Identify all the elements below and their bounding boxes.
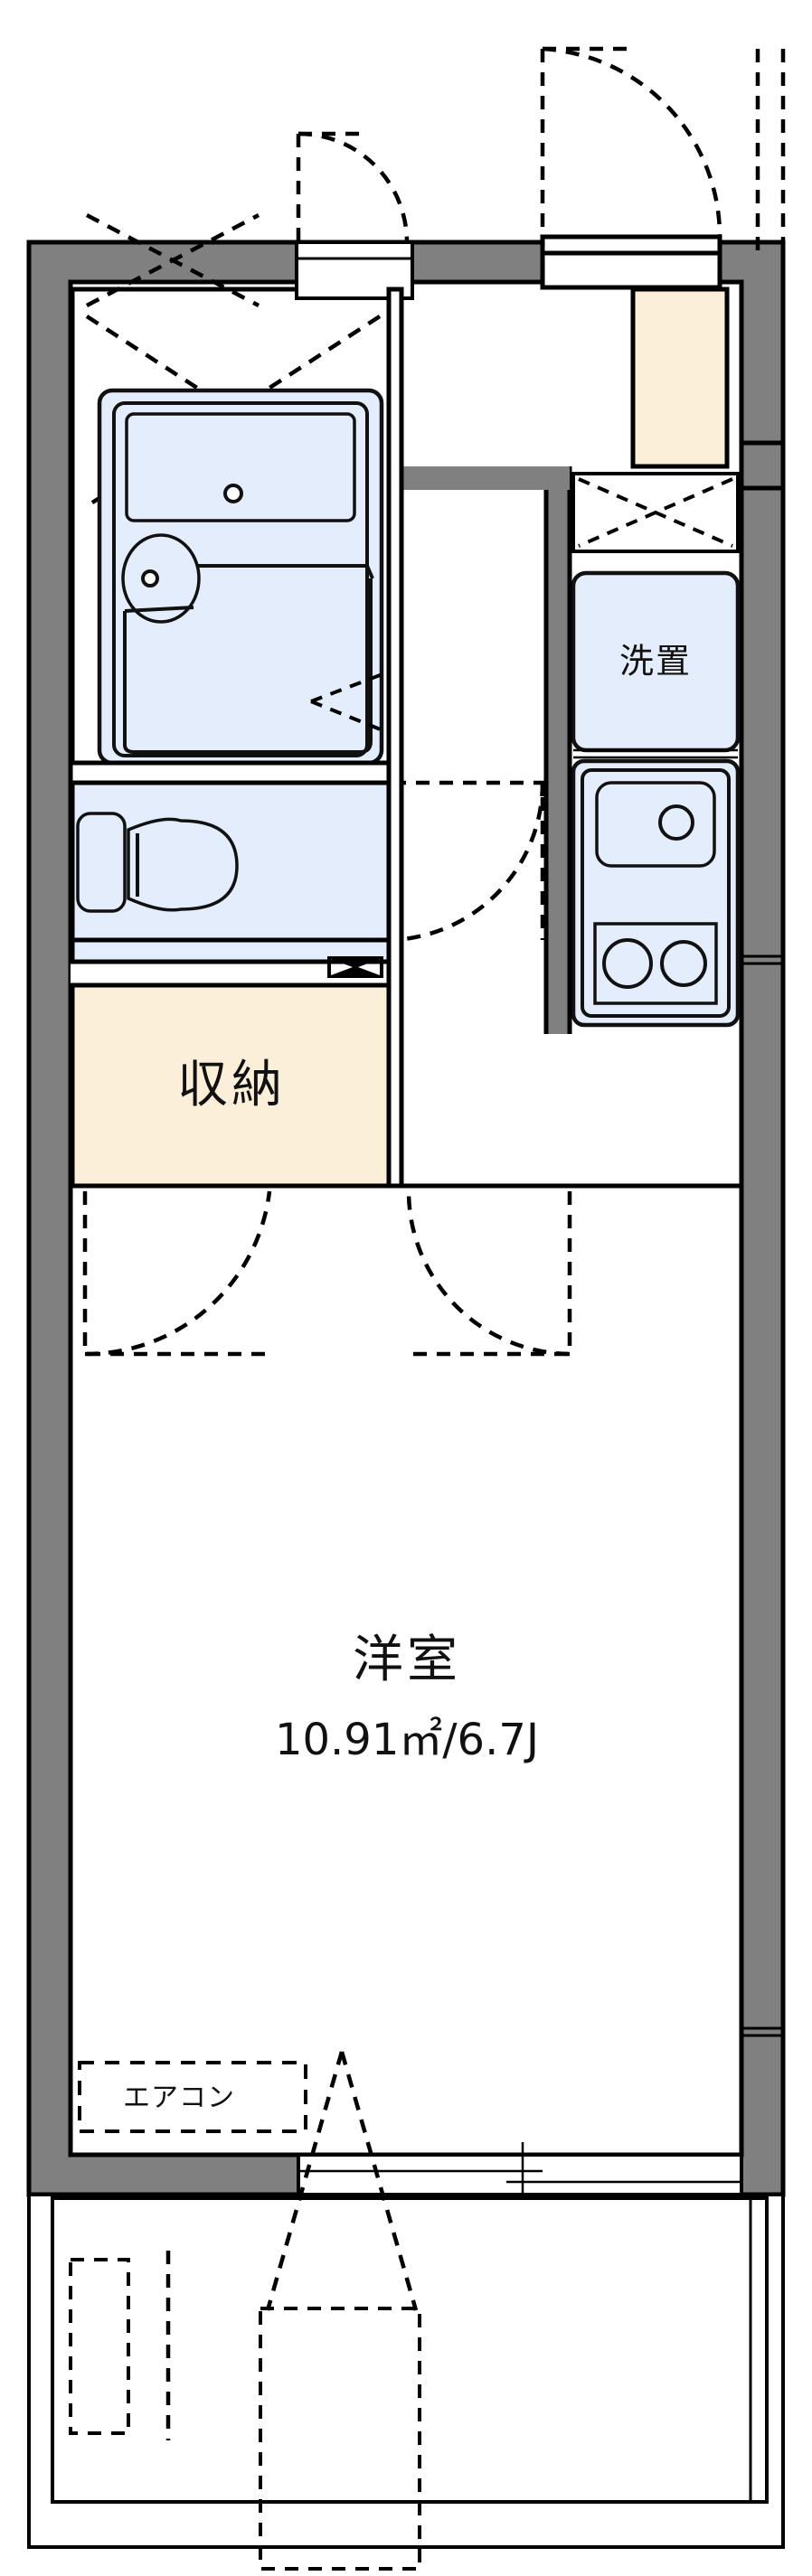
main-room-labels: 洋室 10.91㎡/6.7J [275, 1631, 539, 1765]
closet-label: 収納 [177, 1056, 286, 1114]
washbasin-icon [121, 533, 201, 624]
toilet-bowl-icon [127, 817, 239, 912]
balcony[interactable] [27, 2051, 785, 2571]
washer-label: 洗置 [619, 642, 692, 682]
balcony-drain-icon [69, 2258, 130, 2435]
room-door-right-swing [406, 1190, 572, 1357]
bathtub-icon [125, 412, 356, 522]
washer-space[interactable]: 洗置 [571, 570, 741, 753]
main-room-name: 洋室 [353, 1631, 461, 1689]
kitchen-sink-icon [595, 781, 716, 868]
washer-upper-cabinet [571, 472, 740, 553]
main-room-floor [68, 1181, 744, 2158]
balcony-floor [27, 2193, 785, 2549]
washbasin-drain-icon [141, 569, 159, 588]
hall-partition-wall [386, 287, 404, 1189]
entrance-partition-wall [389, 466, 570, 490]
toilet-room[interactable] [70, 780, 393, 964]
shoe-cabinet[interactable] [630, 287, 730, 469]
toilet-tank-icon [76, 812, 127, 913]
right-wall-notches [741, 954, 783, 2037]
shoe-cabinet-icon [630, 287, 730, 469]
air-conditioner-icon [78, 2061, 307, 2133]
room-door-left-swing [82, 1190, 272, 1357]
kitchen-partition-wall [543, 466, 572, 1034]
burner-left-icon [602, 938, 653, 989]
air-conditioner[interactable]: エアコン [78, 2061, 307, 2133]
upper-left-door-swing [296, 131, 410, 243]
burner-right-icon [660, 940, 707, 987]
kitchen[interactable] [571, 748, 741, 1028]
entrance-door-swing [540, 46, 722, 238]
toilet-door-swing [392, 780, 545, 943]
bath-entry-swing [310, 671, 388, 734]
kitchen-sink-drain-icon [658, 804, 694, 841]
air-conditioner-label: エアコン [123, 2082, 235, 2114]
unit-bath-room[interactable] [70, 287, 393, 766]
wall-openings [71, 760, 389, 988]
balcony-escape-partition-icon [259, 2307, 421, 2571]
main-room-area: 10.91㎡/6.7J [275, 1715, 539, 1765]
bathtub-drain-icon [223, 484, 243, 503]
closet[interactable]: 収納 [70, 956, 393, 1189]
entrance-door-opening [540, 234, 722, 290]
top-window-module [295, 240, 414, 300]
bath-window [85, 213, 260, 307]
